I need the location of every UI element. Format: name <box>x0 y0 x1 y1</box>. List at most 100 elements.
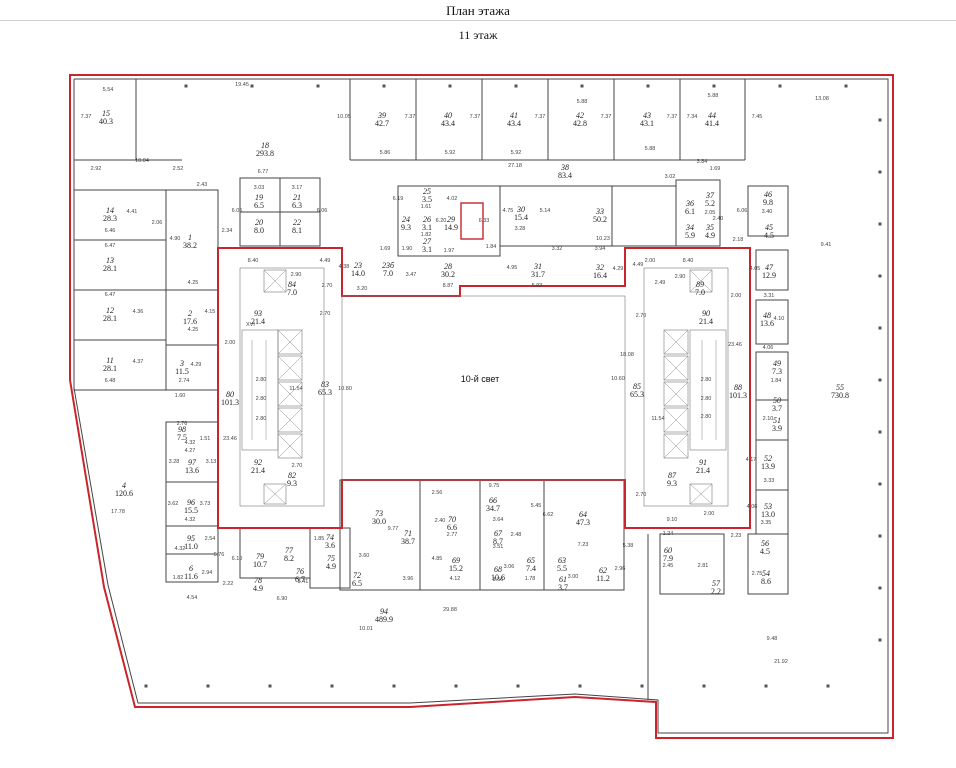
dimension-label: 3.06 <box>504 564 515 570</box>
room-number: 79 <box>256 552 264 561</box>
dimension-label: 29.88 <box>443 607 457 613</box>
room-area: 11.6 <box>184 572 198 581</box>
dimension-label: 2.80 <box>256 416 267 422</box>
room-label-37: 375.2 <box>705 191 715 208</box>
room-area: 16.4 <box>593 271 607 280</box>
column-marker <box>184 84 188 88</box>
dimension-label: 3.94 <box>595 246 606 252</box>
dimension-label: 1.60 <box>175 393 186 399</box>
room-area: 3.1 <box>422 245 432 254</box>
dimension-label: 10.01 <box>359 626 373 632</box>
dimension-label: 3.64 <box>493 517 504 523</box>
dimension-label: 2.18 <box>733 237 744 243</box>
room-area: 8.7 <box>493 537 503 546</box>
column-marker <box>144 684 148 688</box>
dimension-label: 5.88 <box>645 146 656 152</box>
room-label-1: 138.2 <box>183 233 197 250</box>
room-number: 76 <box>296 567 304 576</box>
room-number: 96 <box>187 498 195 507</box>
dimension-label: 6.19 <box>393 196 404 202</box>
dimension-label: 9.48 <box>767 636 778 642</box>
room-area: 38.7 <box>401 537 415 546</box>
room-area: 8.2 <box>284 554 294 563</box>
room-area: 3.1 <box>422 223 432 232</box>
room-label-74: 743.6 <box>325 533 335 550</box>
room-number: 20 <box>255 218 263 227</box>
room-area: 293.8 <box>256 149 274 158</box>
room-number: 42 <box>576 111 584 120</box>
room-area: 7.3 <box>772 367 782 376</box>
room-area: 30.2 <box>441 270 455 279</box>
dimension-label: 23.46 <box>223 436 237 442</box>
column-marker <box>646 84 650 88</box>
room-area: 7.0 <box>695 288 705 297</box>
header-divider <box>0 20 956 21</box>
dimension-label: 5.92 <box>445 150 456 156</box>
room-area: 101.3 <box>729 391 747 400</box>
dimension-label: 7.34 <box>687 114 698 120</box>
room-area: 8.1 <box>292 226 302 235</box>
column-marker <box>878 638 882 642</box>
room-label-27: 273.1 <box>422 237 432 254</box>
room-area: 7.5 <box>177 433 187 442</box>
room-area: 28.1 <box>103 364 117 373</box>
dimension-label: 4.29 <box>613 266 624 272</box>
room-number: 29 <box>447 215 455 224</box>
room-area: 21.4 <box>251 466 265 475</box>
dimension-label: 2.34 <box>222 228 233 234</box>
room-number: 83 <box>321 380 329 389</box>
dimension-label: 1.85 <box>314 536 325 542</box>
axis-marker: XVI <box>246 322 255 328</box>
column-marker <box>702 684 706 688</box>
room-number: 93 <box>254 309 262 318</box>
dimension-label: 10.04 <box>135 158 149 164</box>
dimension-label: 3.41 <box>298 579 309 585</box>
dimension-label: 2.54 <box>205 536 216 542</box>
room-number: 47 <box>765 263 774 272</box>
room-area: 28.1 <box>103 314 117 323</box>
dimension-label: 5.14 <box>540 208 551 214</box>
room-number: 56 <box>761 539 769 548</box>
room-area: 38.2 <box>183 241 197 250</box>
room-number: 19 <box>255 193 263 202</box>
room-area: 13.9 <box>761 462 775 471</box>
column-marker <box>826 684 830 688</box>
room-label-61: 613.7 <box>558 575 568 592</box>
room-number: 91 <box>699 458 707 467</box>
column-marker <box>392 684 396 688</box>
dimension-label: 4.36 <box>133 309 144 315</box>
room-number: 43 <box>643 111 651 120</box>
room-number: 33 <box>595 207 604 216</box>
room-number: 11 <box>106 356 113 365</box>
dimension-label: 3.02 <box>665 174 676 180</box>
column-marker <box>844 84 848 88</box>
dimension-label: 3.40 <box>762 209 773 215</box>
room-label-89: 897.0 <box>695 280 705 297</box>
dimension-label: 5.92 <box>511 150 522 156</box>
room-area: 21.4 <box>696 466 710 475</box>
room-area: 3.5 <box>422 195 432 204</box>
room-area: 10.6 <box>491 573 505 582</box>
dimension-label: 5.88 <box>577 99 588 105</box>
room-number: 85 <box>633 382 641 391</box>
room-area: 41.4 <box>705 119 719 128</box>
room-number: 68 <box>494 565 502 574</box>
dimension-label: 3.33 <box>764 478 775 484</box>
room-number: 44 <box>708 111 716 120</box>
room-number: 71 <box>404 529 412 538</box>
dimension-label: 2.77 <box>447 532 458 538</box>
room-label-25: 253.5 <box>422 187 432 204</box>
room-number: 89 <box>696 280 704 289</box>
floor-caption: 11 этаж <box>458 28 498 42</box>
room-area: 34.7 <box>486 504 500 513</box>
dimension-label: 4.54 <box>187 595 198 601</box>
